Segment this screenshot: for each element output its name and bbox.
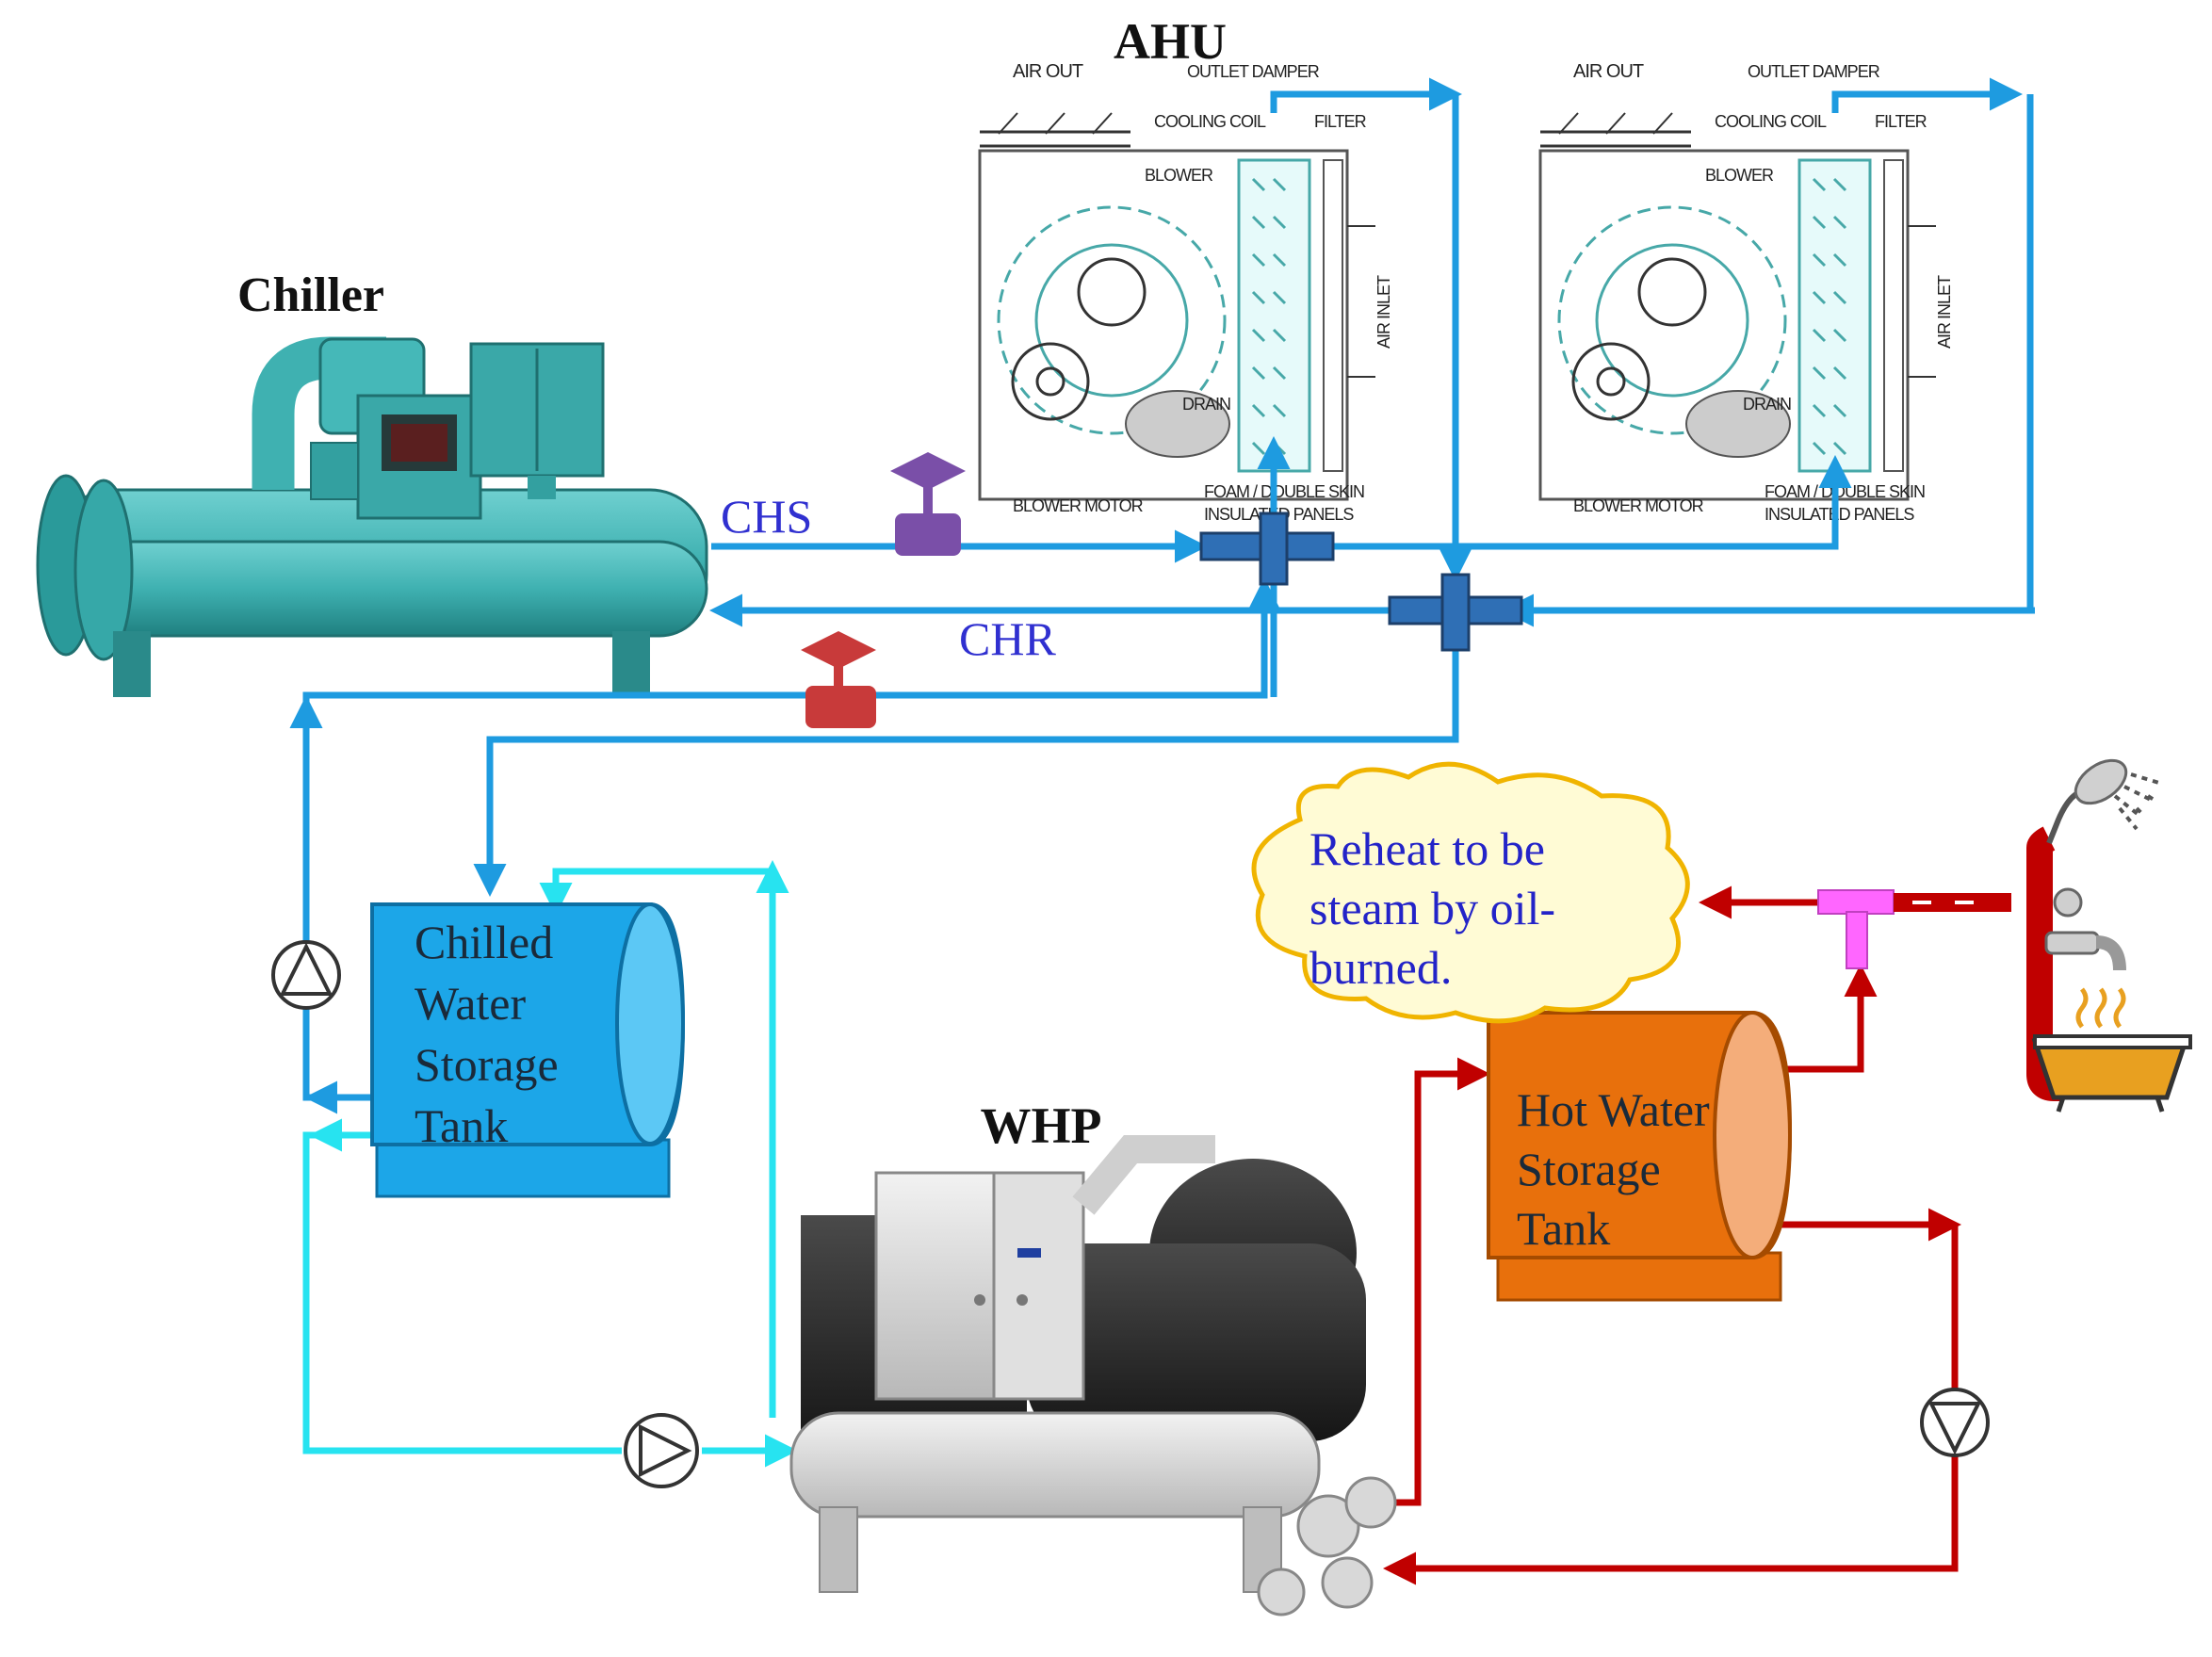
pump-icon (624, 1413, 699, 1488)
hot-tank-line-1: Hot Water (1517, 1083, 1710, 1136)
pump-icon (271, 940, 341, 1010)
faucet-icon (2044, 887, 2126, 971)
ahu2-outlet-damper-label: OUTLET DAMPER (1748, 62, 1880, 81)
whp-to-hot-tank-pipe (1375, 1057, 1490, 1506)
cross-fitting-1 (1199, 512, 1335, 586)
ahu1-blower-motor-label: BLOWER MOTOR (1013, 496, 1144, 515)
hot-tank-to-tee-pipe (1771, 964, 1878, 1073)
cloud-text: Reheat to be steam by oil- burned. (1309, 822, 1555, 994)
hot-tank-label: Hot Water Storage Tank (1517, 1083, 1710, 1255)
ahu-unit-2 (1538, 112, 1936, 501)
hot-water-storage-tank (1487, 1011, 1793, 1302)
ahu1-cooling-coil-label: COOLING COIL (1154, 112, 1266, 131)
chilled-tank-line-2: Water (415, 977, 526, 1030)
chiller-unit (36, 336, 708, 697)
ahu1-air-inlet-label: AIR INLET (1374, 275, 1393, 349)
ahu2-panels-label-2: INSULATED PANELS (1765, 505, 1914, 524)
ahu2-panels-label-1: FOAM / DOUBLE SKIN (1765, 482, 1925, 501)
chs-to-ahu2-pipe (1277, 455, 1852, 550)
chilled-tank-line-3: Storage (415, 1038, 559, 1091)
ahu-title: AHU (1114, 13, 1227, 70)
magenta-tee-fitting (1817, 889, 1895, 969)
ahu2-drain-label: DRAIN (1743, 395, 1791, 414)
whp-unit (789, 1135, 1397, 1616)
shower-icon (2046, 758, 2163, 845)
chs-label: CHS (721, 490, 812, 543)
ahu2-cooling-coil-label: COOLING COIL (1715, 112, 1827, 131)
chr-valve-icon (801, 631, 876, 728)
chilled-tank-label: Chilled Water Storage Tank (415, 916, 559, 1152)
ahu1-air-out-label: AIR OUT (1013, 61, 1083, 82)
whp-title: WHP (981, 1097, 1102, 1154)
ahu1-blower-label: BLOWER (1145, 166, 1213, 185)
cross-fitting-2 (1388, 573, 1523, 652)
ahu1-top-pipe (1270, 77, 1462, 113)
cloud-line-1: Reheat to be (1309, 822, 1545, 875)
ahu1-outlet-damper-label: OUTLET DAMPER (1187, 62, 1320, 81)
whp-to-tank-pipe (539, 868, 776, 1418)
chilled-water-storage-tank (369, 902, 686, 1198)
bathtub-icon (2031, 1034, 2192, 1113)
chs-valve-icon (890, 452, 966, 556)
hot-tank-line-3: Tank (1517, 1202, 1610, 1255)
ahu2-air-out-label: AIR OUT (1573, 61, 1644, 82)
ahu2-blower-label: BLOWER (1705, 166, 1774, 185)
ahu-unit-1-labels: AIR OUT OUTLET DAMPER COOLING COIL FILTE… (1013, 61, 1393, 524)
chiller-title: Chiller (237, 268, 384, 322)
ahu1-filter-label: FILTER (1314, 112, 1367, 131)
chr-label: CHR (959, 612, 1056, 665)
return-to-tank-pipe (473, 650, 1459, 897)
ahu-unit-2-labels: AIR OUT OUTLET DAMPER COOLING COIL FILTE… (1573, 61, 1954, 524)
ahu1-drain-label: DRAIN (1182, 395, 1230, 414)
ahu2-top-pipe (1831, 77, 2023, 113)
pump-to-whp-return (1383, 1455, 1959, 1585)
ahu2-filter-label: FILTER (1875, 112, 1927, 131)
ahu2-blower-motor-label: BLOWER MOTOR (1573, 496, 1704, 515)
chilled-tank-line-1: Chilled (415, 916, 553, 968)
condenser-water-pipes (302, 860, 798, 1468)
ahu1-panels-label-1: FOAM / DOUBLE SKIN (1204, 482, 1364, 501)
cloud-line-2: steam by oil- (1309, 882, 1555, 934)
tank-to-pump-pipe (302, 1008, 377, 1101)
pump-icon (1920, 1388, 1990, 1457)
reheat-cloud (1251, 761, 1690, 1024)
steam-icon (2075, 987, 2126, 1029)
hot-tank-line-2: Storage (1517, 1143, 1661, 1195)
chilled-water-pipes (289, 77, 2035, 1114)
chilled-tank-line-4: Tank (415, 1099, 508, 1152)
ahu2-air-inlet-label: AIR INLET (1935, 275, 1954, 349)
cloud-line-3: burned. (1309, 941, 1452, 994)
